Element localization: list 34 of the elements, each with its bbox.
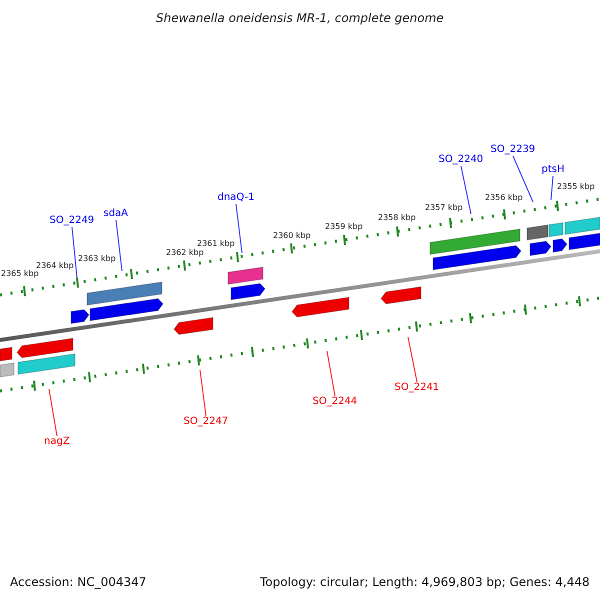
gene-label: SO_2239 xyxy=(490,145,536,155)
leader-line xyxy=(116,220,122,272)
leader-line xyxy=(408,336,418,382)
accession-text: Accession: NC_004347 xyxy=(10,576,146,588)
leader-line xyxy=(460,166,472,214)
gene-label: SO_2244 xyxy=(312,397,358,407)
leader-line xyxy=(200,370,206,416)
leader-line xyxy=(236,204,242,254)
scale-label: 2358 kbp xyxy=(378,214,416,222)
leader-line xyxy=(512,156,534,202)
scale-label: 2365 kbp xyxy=(1,270,39,278)
scale-label: 2359 kbp xyxy=(325,223,363,231)
leader-line xyxy=(72,226,78,278)
leader-line xyxy=(550,176,554,200)
gene-label: SO_2240 xyxy=(438,155,484,165)
scale-label: 2362 kbp xyxy=(166,249,204,257)
gene-label: sdaA xyxy=(104,209,128,219)
scale-label: 2356 kbp xyxy=(485,194,523,202)
scale-label: 2360 kbp xyxy=(273,232,311,240)
scale-label: 2357 kbp xyxy=(425,204,463,212)
leader-line xyxy=(48,388,58,436)
scale-label: 2363 kbp xyxy=(78,255,116,263)
scale-label: 2361 kbp xyxy=(197,240,235,248)
gene-label: SO_2249 xyxy=(50,216,94,226)
gene-label: SO_2247 xyxy=(184,417,228,427)
scale-label: 2364 kbp xyxy=(36,262,74,270)
gene-label: nagZ xyxy=(44,437,70,447)
leader-line xyxy=(326,350,336,396)
gene-label: ptsH xyxy=(542,165,564,175)
gene-label: SO_2241 xyxy=(394,383,440,393)
gene-label: dnaQ-1 xyxy=(218,193,254,203)
diagram-title: Shewanella oneidensis MR-1, complete genome xyxy=(156,12,444,24)
genome-summary-text: Topology: circular; Length: 4,969,803 bp; Genes: 4,448 xyxy=(260,576,590,588)
scale-label: 2355 kbp xyxy=(557,183,595,191)
